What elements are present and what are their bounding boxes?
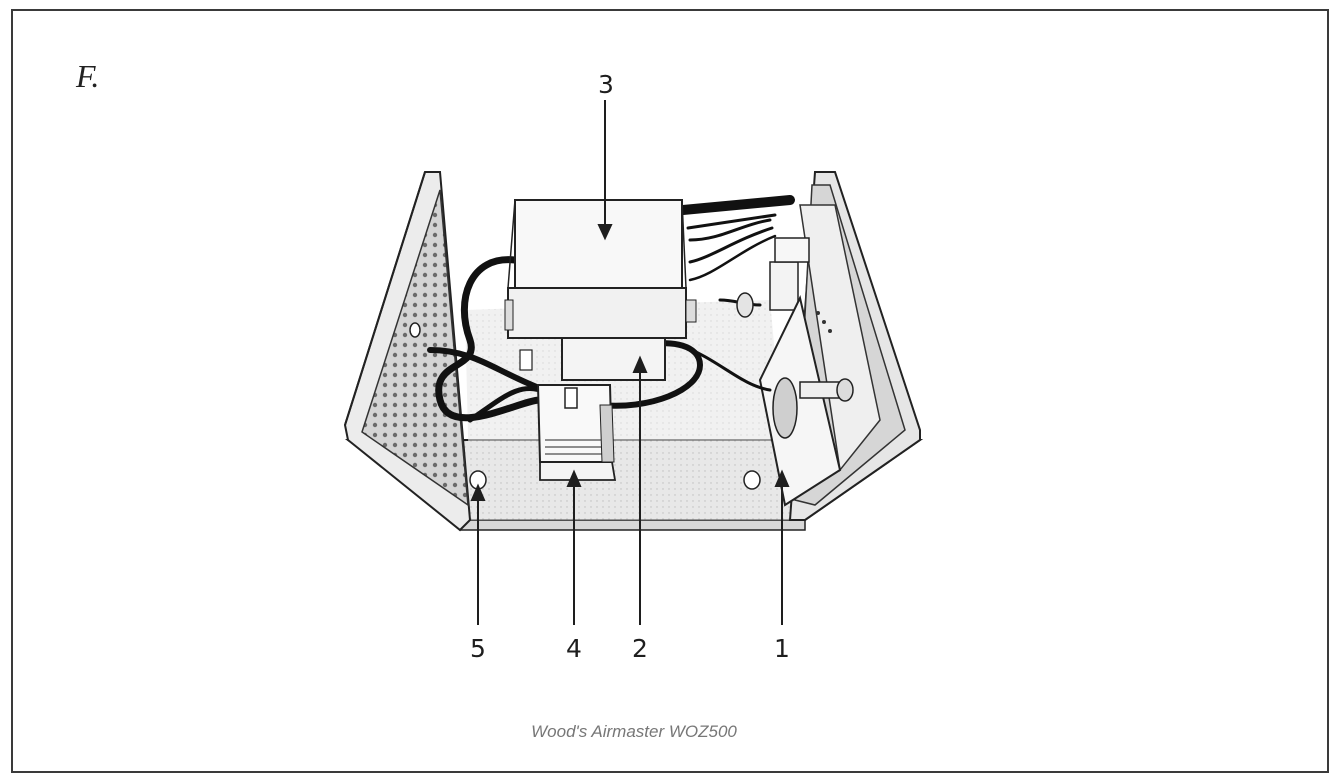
figure-frame: [11, 9, 1329, 773]
callout-1: 1: [774, 634, 790, 663]
transformer: [504, 199, 754, 339]
bracket-plate: [758, 295, 854, 507]
figure-letter: F.: [76, 58, 100, 94]
callout-2: 2: [632, 634, 648, 663]
leader-lines: [470, 100, 790, 625]
mounting-holes: [409, 322, 761, 490]
fan-block: [536, 384, 617, 481]
callout-4: 4: [566, 634, 582, 663]
callout-3: 3: [598, 70, 614, 99]
callout-5: 5: [470, 634, 486, 663]
left-panel: [343, 171, 472, 532]
figure-caption: Wood's Airmaster WOZ500: [531, 722, 737, 741]
cables: [427, 195, 795, 423]
